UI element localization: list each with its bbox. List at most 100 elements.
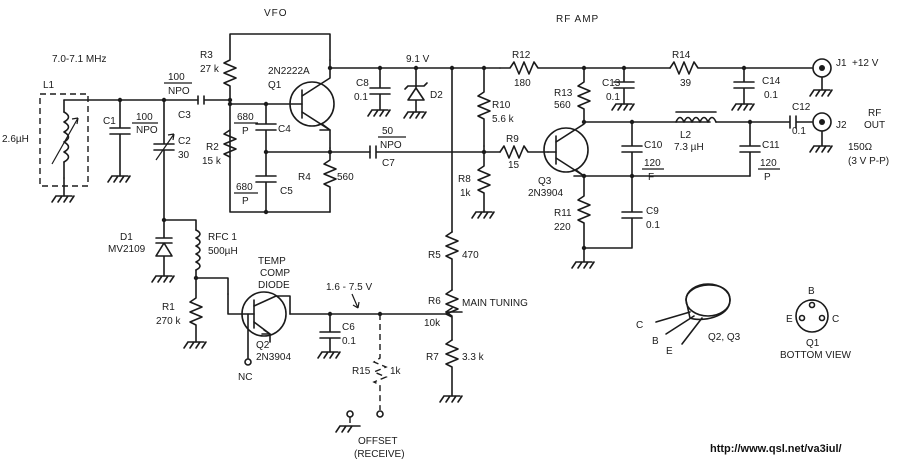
q1-pinout-label: Q1: [806, 338, 820, 349]
c13-ref: C13: [602, 78, 621, 89]
ground-symbol: [51, 195, 75, 203]
c9-capacitor: [583, 175, 643, 249]
source-url[interactable]: http://www.qsl.net/va3iul/: [710, 443, 842, 455]
q2-q3-package: [655, 283, 731, 345]
q1-pin-b: B: [808, 286, 815, 297]
c3-ref: C3: [178, 110, 191, 121]
q1-bottom-view-label: BOTTOM VIEW: [780, 350, 851, 361]
c1-capacitor: [107, 99, 131, 183]
q23-pin-e: E: [666, 346, 673, 357]
rfc1-choke: [163, 219, 229, 295]
c4-ref: C4: [278, 124, 291, 135]
c1-type: NPO: [136, 125, 158, 136]
r2-resistor: [223, 129, 237, 158]
c4-capacitor: [255, 103, 277, 153]
c3-capacitor: [197, 95, 231, 105]
j1-value: +12 V: [852, 58, 879, 69]
l1-value: 2.6µH: [2, 134, 29, 145]
c10-ref: C10: [644, 140, 663, 151]
rfc1-value: 500µH: [208, 246, 238, 257]
j1-connector[interactable]: [809, 58, 833, 97]
j2-connector[interactable]: [809, 112, 833, 153]
tuning-voltage-label: 1.6 - 7.5 V: [326, 282, 372, 293]
c11-capacitor: [739, 121, 761, 177]
c8-value: 0.1: [354, 92, 368, 103]
d1-ref: D1: [120, 232, 133, 243]
q3-transistor: [543, 121, 589, 177]
rfc1-ref: RFC 1: [208, 232, 237, 243]
l1-ref: L1: [43, 80, 55, 91]
r5-resistor: [445, 231, 459, 291]
q3-ref: Q3: [538, 176, 552, 187]
r12-value: 180: [514, 78, 531, 89]
l2-ref: L2: [680, 130, 692, 141]
c11-type: P: [764, 172, 771, 183]
c5-value: 680: [236, 182, 253, 193]
q23-pin-b: B: [652, 336, 659, 347]
q1-pin-c: C: [832, 314, 839, 325]
d2-ref: D2: [430, 90, 443, 101]
c1-ref: C1: [103, 116, 116, 127]
q3-value: 2N3904: [528, 188, 563, 199]
r15-resistor: [335, 314, 388, 433]
r15-value: 1k: [390, 366, 402, 377]
c10-capacitor: [621, 121, 643, 177]
r9-value: 15: [508, 160, 520, 171]
r2-value: 15 k: [202, 156, 222, 167]
j2-impedance: 150Ω: [848, 142, 873, 153]
c7-value: 50: [382, 126, 394, 137]
c10-value: 120: [644, 158, 661, 169]
c9-ref: C9: [646, 206, 659, 217]
c14-ref: C14: [762, 76, 781, 87]
r8-ref: R8: [458, 174, 471, 185]
q2-transistor: [227, 291, 291, 366]
vfo-section-title: VFO: [264, 8, 288, 19]
r6-main-tuning-pot[interactable]: [445, 289, 463, 341]
c10-type: F: [648, 172, 654, 183]
c5-ref: C5: [280, 186, 293, 197]
c3-type: NPO: [168, 86, 190, 97]
c3-value: 100: [168, 72, 185, 83]
r6-note: MAIN TUNING: [462, 298, 528, 309]
r10-resistor: [477, 67, 491, 147]
c6-ref: C6: [342, 322, 355, 333]
r7-value: 3.3 k: [462, 352, 485, 363]
r11-ref: R11: [554, 208, 572, 219]
c12-ref: C12: [792, 102, 811, 113]
j2-level: (3 V P-P): [848, 156, 889, 167]
c12-value: 0.1: [792, 126, 806, 137]
r7-ref: R7: [426, 352, 439, 363]
supply-voltage-label: 9.1 V: [406, 54, 430, 65]
c6-capacitor: [317, 313, 341, 359]
r2-ref: R2: [206, 142, 219, 153]
r4-value: 560: [337, 172, 354, 183]
r1-value: 270 k: [156, 316, 181, 327]
r6-ref: R6: [428, 296, 441, 307]
j2-ref: J2: [836, 120, 847, 131]
r1-resistor: [183, 277, 207, 349]
r10-ref: R10: [492, 100, 511, 111]
frequency-range-label: 7.0-7.1 MHz: [52, 54, 106, 65]
r8-resistor: [471, 145, 495, 219]
r14-value: 39: [680, 78, 692, 89]
r12-resistor: [499, 61, 585, 75]
r14-resistor: [669, 61, 745, 75]
q1-value: 2N2222A: [268, 66, 310, 77]
l2-value: 7.3 µH: [674, 142, 704, 153]
d1-varactor-diode: [151, 219, 175, 283]
r13-value: 560: [554, 100, 571, 111]
q2-value: 2N3904: [256, 352, 291, 363]
c7-capacitor: [369, 145, 501, 159]
r11-value: 220: [554, 222, 571, 233]
q23-label: Q2, Q3: [708, 332, 741, 343]
c1-value: 100: [136, 112, 153, 123]
c5-type: P: [242, 196, 249, 207]
c12-capacitor: [749, 115, 813, 129]
r3-value: 27 k: [200, 64, 220, 75]
r12-ref: R12: [512, 50, 531, 61]
r8-value: 1k: [460, 188, 472, 199]
c11-value: 120: [760, 158, 777, 169]
